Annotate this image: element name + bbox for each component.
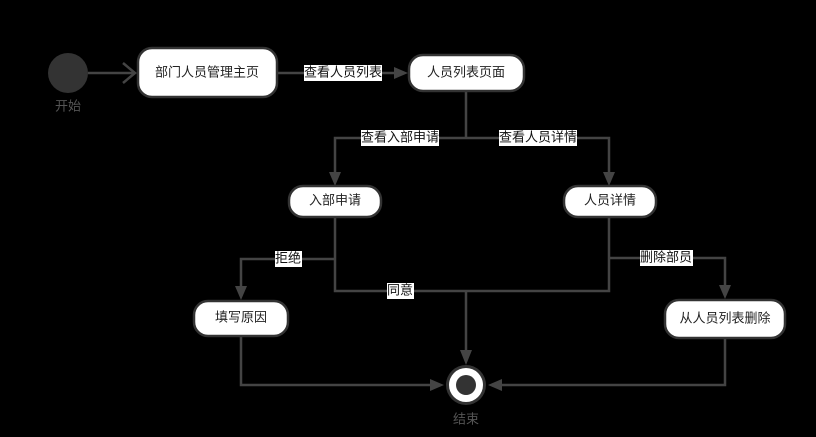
start-node[interactable] xyxy=(48,53,88,93)
edge-label-text: 拒绝 xyxy=(275,251,301,267)
edge-label-text: 查看人员详情 xyxy=(499,130,577,146)
node-apply[interactable]: 入部申请 xyxy=(287,184,383,219)
edge-label-view-list: 查看人员列表 xyxy=(304,65,382,81)
arrowhead xyxy=(488,379,502,391)
edge-label-delete-member: 删除部员 xyxy=(640,250,693,266)
node-list[interactable]: 人员列表页面 xyxy=(407,53,526,93)
edge-reject xyxy=(239,257,335,288)
node-label: 人员列表页面 xyxy=(427,66,505,81)
edge-label-reject: 拒绝 xyxy=(275,251,302,267)
arrowhead xyxy=(460,350,472,365)
node-label: 从人员列表删除 xyxy=(679,312,770,327)
arrowhead xyxy=(719,285,731,299)
edge-label-agree: 同意 xyxy=(387,283,414,299)
arrowhead xyxy=(235,286,247,300)
start-label: 开始 xyxy=(55,100,81,115)
edge-apply-agree xyxy=(333,217,611,293)
edges xyxy=(88,62,731,391)
arrowhead xyxy=(394,67,408,79)
node-remove[interactable]: 从人员列表删除 xyxy=(663,298,787,340)
node-label: 人员详情 xyxy=(584,194,636,209)
node-reason[interactable]: 填写原因 xyxy=(192,299,290,338)
edge-label-view-detail: 查看人员详情 xyxy=(499,130,577,146)
end-label: 结束 xyxy=(453,413,479,428)
node-main[interactable]: 部门人员管理主页 xyxy=(136,46,279,99)
arrowhead xyxy=(430,379,444,391)
edge-reason-end xyxy=(239,336,432,387)
edge-label-view-apply: 查看入部申请 xyxy=(361,130,439,146)
node-label: 部门人员管理主页 xyxy=(155,66,259,81)
end-node[interactable] xyxy=(446,365,486,405)
arrowhead xyxy=(603,172,615,186)
arrowhead xyxy=(329,172,341,186)
edge-remove-end xyxy=(500,338,727,387)
edge-label-text: 删除部员 xyxy=(640,251,692,266)
node-label: 入部申请 xyxy=(309,194,361,209)
edge-label-text: 查看入部申请 xyxy=(361,130,439,146)
edge-label-text: 查看人员列表 xyxy=(304,65,382,81)
edge-label-text: 同意 xyxy=(387,283,413,299)
node-detail[interactable]: 人员详情 xyxy=(562,184,658,219)
arrowhead-open xyxy=(122,62,137,84)
node-label: 填写原因 xyxy=(215,311,267,326)
